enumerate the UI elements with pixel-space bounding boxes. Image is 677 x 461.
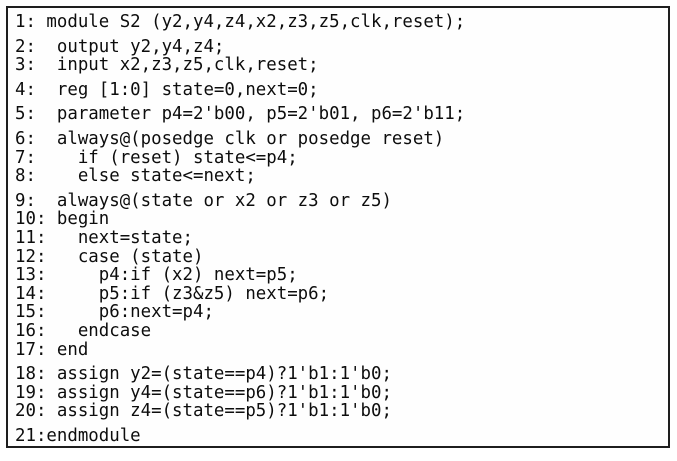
- code-line: 8: else state<=next;: [15, 167, 664, 186]
- code-line: 4: reg [1:0] state=0,next=0;: [15, 79, 664, 100]
- code-text: assign z4=(state==p5)?1'b1:1'b0;: [46, 401, 392, 422]
- code-text: assign y4=(state==p6)?1'b1:1'b0;: [46, 382, 392, 403]
- code-line: 13: p4:if (x2) next=p5;: [15, 266, 664, 285]
- code-text: next=state;: [46, 227, 193, 248]
- code-line: 19: assign y4=(state==p6)?1'b1:1'b0;: [15, 382, 664, 403]
- code-text: reg [1:0] state=0,next=0;: [46, 79, 319, 100]
- code-text: endcase: [46, 320, 152, 341]
- code-line: 1: module S2 (y2,y4,z4,x2,z3,z5,clk,reset…: [15, 13, 664, 32]
- code-text: parameter p4=2'b00, p5=2'b01, p6=2'b11;: [46, 104, 466, 125]
- code-line: 10: begin: [15, 210, 664, 229]
- line-number: 13:: [15, 265, 47, 286]
- code-line: 17: end: [15, 339, 664, 360]
- code-text: output y2,y4,z4;: [46, 36, 225, 57]
- code-listing-frame: 1: module S2 (y2,y4,z4,x2,z3,z5,clk,reset…: [6, 6, 670, 448]
- code-block: 6: always@(posedge clk or posedge reset)…: [15, 130, 664, 186]
- code-text: begin: [46, 209, 110, 230]
- code-line: 15: p6:next=p4;: [15, 303, 664, 322]
- code-text: always@(state or x2 or z3 or z5): [46, 190, 392, 211]
- line-number: 19:: [15, 382, 47, 403]
- line-number: 4:: [15, 79, 36, 100]
- code-line: 2: output y2,y4,z4;: [15, 36, 664, 57]
- code-block: 4: reg [1:0] state=0,next=0;: [15, 79, 664, 100]
- code-line: 9: always@(state or x2 or z3 or z5): [15, 190, 664, 211]
- line-number: 1:: [15, 12, 36, 32]
- code-text: if (reset) state<=p4;: [46, 147, 298, 168]
- code-text: endmodule: [46, 425, 141, 446]
- code-listing: 1: module S2 (y2,y4,z4,x2,z3,z5,clk,reset…: [15, 13, 664, 445]
- code-text: else state<=next;: [46, 166, 256, 187]
- code-block: 2: output y2,y4,z4;3: input x2,z3,z5,clk…: [15, 36, 664, 75]
- line-number: 16:: [15, 320, 47, 341]
- code-line: 12: case (state): [15, 246, 664, 267]
- code-line: 5: parameter p4=2'b00, p5=2'b01, p6=2'b1…: [15, 105, 664, 124]
- line-number: 17:: [15, 339, 47, 360]
- line-number: 9:: [15, 190, 36, 211]
- code-text: assign y2=(state==p4)?1'b1:1'b0;: [46, 364, 392, 385]
- line-number: 18:: [15, 364, 47, 385]
- line-number: 10:: [15, 209, 47, 230]
- line-number: 21:: [15, 425, 47, 446]
- code-block: 5: parameter p4=2'b00, p5=2'b01, p6=2'b1…: [15, 105, 664, 124]
- line-number: 8:: [15, 166, 36, 187]
- code-text: case (state): [46, 246, 204, 267]
- line-number: 14:: [15, 283, 47, 304]
- code-line: 14: p5:if (z3&z5) next=p6;: [15, 283, 664, 304]
- code-block: 1: module S2 (y2,y4,z4,x2,z3,z5,clk,reset…: [15, 13, 664, 32]
- code-line: 18: assign y2=(state==p4)?1'b1:1'b0;: [15, 365, 664, 384]
- line-number: 5:: [15, 104, 36, 125]
- code-block: 21:endmodule: [15, 427, 664, 446]
- code-text: p4:if (x2) next=p5;: [46, 265, 298, 286]
- line-number: 12:: [15, 246, 47, 267]
- line-number: 15:: [15, 302, 47, 323]
- code-text: module S2 (y2,y4,z4,x2,z3,z5,clk,reset);: [46, 12, 466, 32]
- code-line: 3: input x2,z3,z5,clk,reset;: [15, 56, 664, 75]
- line-number: 7:: [15, 147, 36, 168]
- line-number: 3:: [15, 55, 36, 76]
- code-text: p5:if (z3&z5) next=p6;: [46, 283, 330, 304]
- code-line: 11: next=state;: [15, 229, 664, 248]
- code-line: 7: if (reset) state<=p4;: [15, 147, 664, 168]
- line-number: 2:: [15, 36, 36, 57]
- code-text: input x2,z3,z5,clk,reset;: [46, 55, 319, 76]
- code-block: 18: assign y2=(state==p4)?1'b1:1'b0;19: …: [15, 365, 664, 421]
- code-line: 16: endcase: [15, 322, 664, 341]
- code-line: 21:endmodule: [15, 427, 664, 446]
- code-block: 9: always@(state or x2 or z3 or z5)10: b…: [15, 190, 664, 360]
- code-text: always@(posedge clk or posedge reset): [46, 128, 445, 149]
- code-text: end: [46, 339, 89, 360]
- code-text: p6:next=p4;: [46, 302, 214, 323]
- code-line: 6: always@(posedge clk or posedge reset): [15, 130, 664, 149]
- code-line: 20: assign z4=(state==p5)?1'b1:1'b0;: [15, 402, 664, 421]
- line-number: 20:: [15, 401, 47, 422]
- line-number: 6:: [15, 128, 36, 149]
- line-number: 11:: [15, 227, 47, 248]
